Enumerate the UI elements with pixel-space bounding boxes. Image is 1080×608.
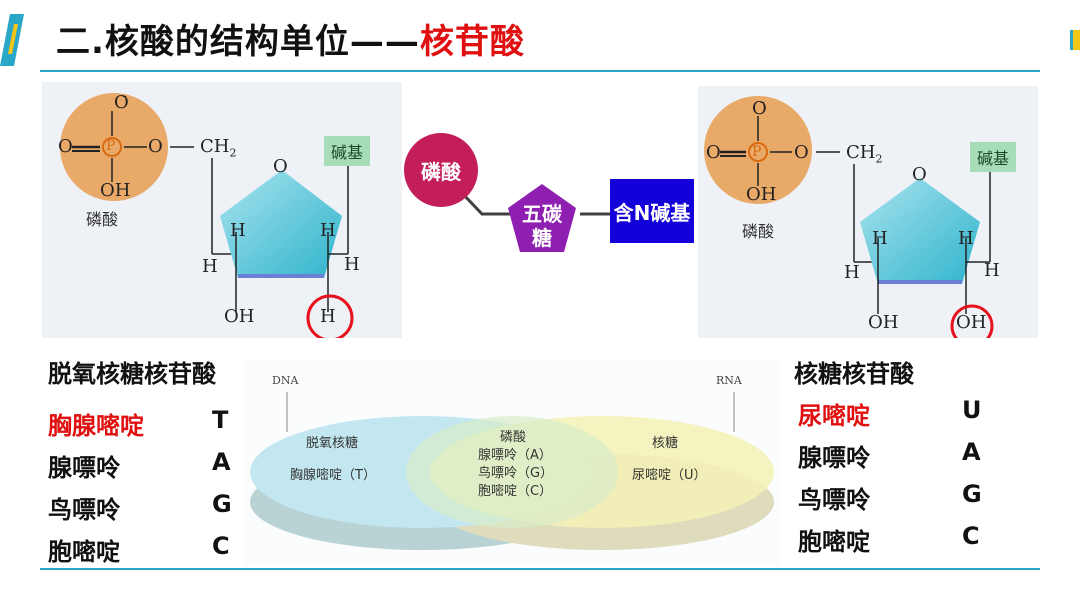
bottom-left-oh: OH bbox=[224, 306, 255, 327]
phosphate-top-o: O bbox=[114, 92, 129, 113]
phosphate-left-o: O bbox=[706, 142, 721, 163]
deoxyribose-structure-drawing bbox=[60, 93, 354, 338]
highlight-circle-h bbox=[306, 294, 354, 338]
deoxy-list-heading: 脱氧核糖核苷酸 bbox=[48, 360, 216, 388]
bottom-left-oh: OH bbox=[868, 312, 899, 333]
phosphate-bottom-oh: OH bbox=[100, 180, 131, 201]
ring-h-3: H bbox=[202, 256, 218, 277]
ring-oxygen: O bbox=[273, 156, 288, 177]
phosphate-p: P bbox=[106, 138, 116, 154]
venn-right-title: 核糖 bbox=[652, 436, 679, 451]
ring-h-2: H bbox=[958, 228, 974, 249]
ring-h-4: H bbox=[984, 260, 1000, 281]
base-label: 碱基 bbox=[970, 142, 1017, 172]
top-divider bbox=[40, 70, 1040, 72]
deoxy-row-name: 鸟嘌呤 bbox=[48, 496, 120, 524]
ribose-structure-drawing bbox=[704, 96, 994, 338]
page-title-highlight: 核苷酸 bbox=[419, 22, 525, 62]
deoxy-row-letter: G bbox=[212, 490, 232, 518]
venn-ellipses-drawing bbox=[250, 392, 774, 550]
ch2-label: CH2 bbox=[846, 142, 883, 166]
ribo-row-letter: U bbox=[962, 396, 982, 424]
ribo-list-heading: 核糖核苷酸 bbox=[794, 360, 914, 388]
ring-h-3: H bbox=[844, 262, 860, 283]
bottom-right-h: H bbox=[320, 306, 336, 327]
ribo-row-letter: G bbox=[962, 480, 982, 508]
page-title-prefix: 二.核酸的结构单位—— bbox=[56, 22, 420, 62]
ribo-row-name: 尿嘧啶 bbox=[798, 402, 870, 430]
phosphate-node: 磷酸 bbox=[404, 133, 478, 207]
deoxy-row-name: 腺嘌呤 bbox=[48, 454, 120, 482]
page-title: 二.核酸的结构单位——核苷酸 bbox=[56, 14, 525, 63]
ribo-row-name: 胞嘧啶 bbox=[798, 528, 870, 556]
base-node: 含N碱基 bbox=[610, 179, 694, 243]
phosphate-top-o: O bbox=[752, 98, 767, 119]
corner-decoration-icon bbox=[1070, 30, 1080, 50]
base-label: 碱基 bbox=[324, 136, 371, 166]
dna-rna-venn-diagram: DNA RNA 脱氧核糖 胸腺嘧啶（T） 磷酸 腺嘌呤（A） 鸟嘌呤（G） 胞嘧… bbox=[244, 360, 780, 566]
deoxy-row-name: 胸腺嘧啶 bbox=[48, 412, 144, 440]
phosphate-right-o: O bbox=[794, 142, 809, 163]
bottom-right-oh: OH bbox=[956, 312, 987, 333]
phosphate-label: 磷酸 bbox=[742, 222, 775, 241]
venn-center-item: 腺嘌呤（A） bbox=[478, 448, 552, 463]
venn-dna-label: DNA bbox=[272, 374, 299, 387]
venn-center-title: 磷酸 bbox=[500, 430, 527, 445]
ribonucleotide-diagram: O - O P O OH CH2 磷酸 碱基 O H H H H OH OH bbox=[698, 86, 1038, 338]
venn-left-item: 胸腺嘧啶（T） bbox=[290, 468, 376, 483]
venn-right-item: 尿嘧啶（U） bbox=[632, 468, 707, 483]
ribo-row-letter: C bbox=[962, 522, 980, 550]
sugar-pentagon-shape bbox=[508, 184, 576, 252]
venn-center-item: 鸟嘌呤（G） bbox=[478, 466, 554, 481]
phosphate-right-o: O bbox=[148, 136, 163, 157]
venn-left-title: 脱氧核糖 bbox=[306, 436, 359, 451]
deoxy-row-letter: T bbox=[212, 406, 229, 434]
bottom-divider bbox=[40, 568, 1040, 570]
ch2-label: CH2 bbox=[200, 136, 237, 160]
highlight-circle-oh bbox=[950, 304, 994, 338]
phosphate-bottom-oh: OH bbox=[746, 184, 777, 205]
ring-oxygen: O bbox=[912, 164, 927, 185]
deoxy-row-name: 胞嘧啶 bbox=[48, 538, 120, 566]
deoxy-row-letter: C bbox=[212, 532, 230, 560]
sugar-node: 五碳 糖 bbox=[514, 202, 570, 250]
sugar-node-line1: 五碳 bbox=[522, 202, 562, 226]
ribo-row-name: 腺嘌呤 bbox=[798, 444, 870, 472]
phosphate-charge: - bbox=[760, 94, 765, 110]
phosphate-p: P bbox=[752, 144, 762, 160]
phosphate-left-o: O bbox=[58, 136, 73, 157]
deoxy-row-letter: A bbox=[212, 448, 231, 476]
title-decoration-icon bbox=[0, 14, 24, 66]
ribo-row-name: 鸟嘌呤 bbox=[798, 486, 870, 514]
ring-h-2: H bbox=[320, 220, 336, 241]
sugar-node-line2: 糖 bbox=[532, 226, 552, 250]
venn-rna-label: RNA bbox=[716, 374, 742, 387]
ribo-row-letter: A bbox=[962, 438, 981, 466]
venn-center-item: 胞嘧啶（C） bbox=[478, 484, 553, 499]
ring-h-4: H bbox=[344, 254, 360, 275]
ring-h-1: H bbox=[230, 220, 246, 241]
ring-h-1: H bbox=[872, 228, 888, 249]
deoxynucleotide-diagram: O - O P O OH CH2 磷酸 碱基 O H H H H OH H bbox=[42, 82, 402, 338]
phosphate-label: 磷酸 bbox=[86, 210, 119, 229]
phosphate-charge: - bbox=[122, 88, 127, 104]
